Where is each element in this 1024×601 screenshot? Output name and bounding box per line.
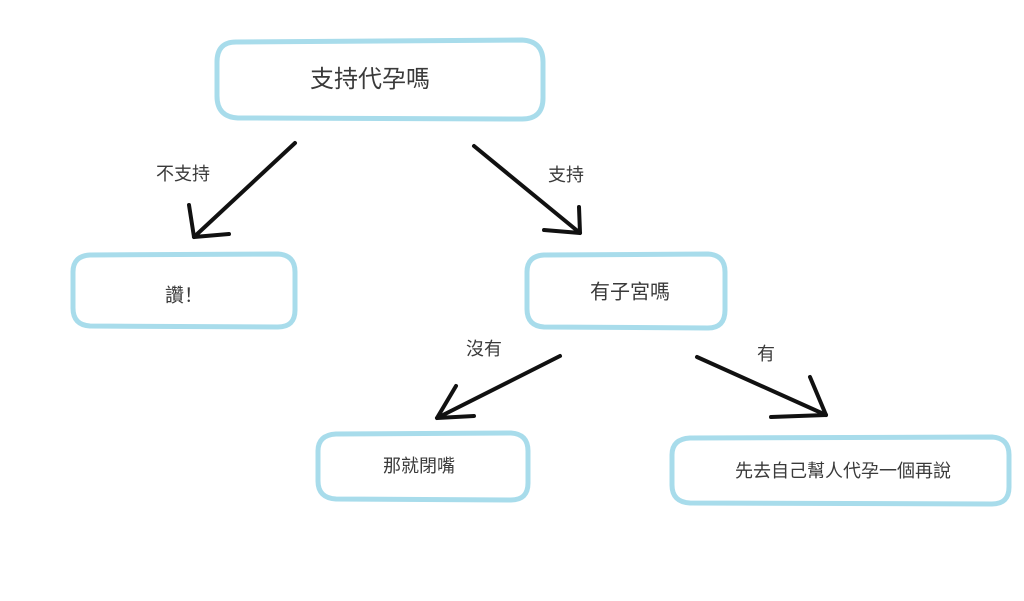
edge-yes: 有 [695, 344, 828, 419]
edge-not-support-label: 不支持 [156, 164, 210, 185]
node-has-uterus-label: 有子宮嗎 [590, 280, 670, 304]
node-has-uterus: 有子宮嗎 [524, 251, 728, 331]
edge-no: 沒有 [435, 339, 562, 420]
node-go-first: 先去自己幫人代孕一個再說 [669, 434, 1012, 507]
edge-not-support-arrowhead [187, 203, 231, 239]
node-has-uterus-box [524, 251, 728, 331]
node-support-surrogacy-label: 支持代孕嗎 [310, 65, 430, 93]
node-support-surrogacy-box [214, 37, 546, 122]
node-shut-up-label: 那就閉嘴 [383, 456, 455, 477]
edge-support-line [472, 144, 582, 235]
edge-yes-arrowhead [769, 375, 828, 419]
node-praise-label: 讚！ [165, 285, 203, 307]
edge-no-arrowhead [435, 384, 476, 420]
node-shut-up-box [315, 430, 531, 503]
edge-yes-line [695, 355, 828, 417]
edge-no-line [435, 354, 562, 420]
edge-support-label: 支持 [548, 165, 584, 186]
node-go-first-label: 先去自己幫人代孕一個再說 [735, 461, 951, 482]
edge-support-arrowhead [542, 205, 582, 235]
node-support-surrogacy: 支持代孕嗎 [214, 37, 546, 122]
edge-not-support: 不支持 [156, 141, 297, 239]
edge-yes-label: 有 [757, 344, 775, 365]
edge-support: 支持 [472, 144, 584, 235]
edge-no-label: 沒有 [466, 339, 502, 360]
node-go-first-box [669, 434, 1012, 507]
node-praise-box [70, 251, 298, 330]
edge-not-support-line [192, 141, 297, 239]
node-praise: 讚！ [70, 251, 298, 330]
node-shut-up: 那就閉嘴 [315, 430, 531, 503]
